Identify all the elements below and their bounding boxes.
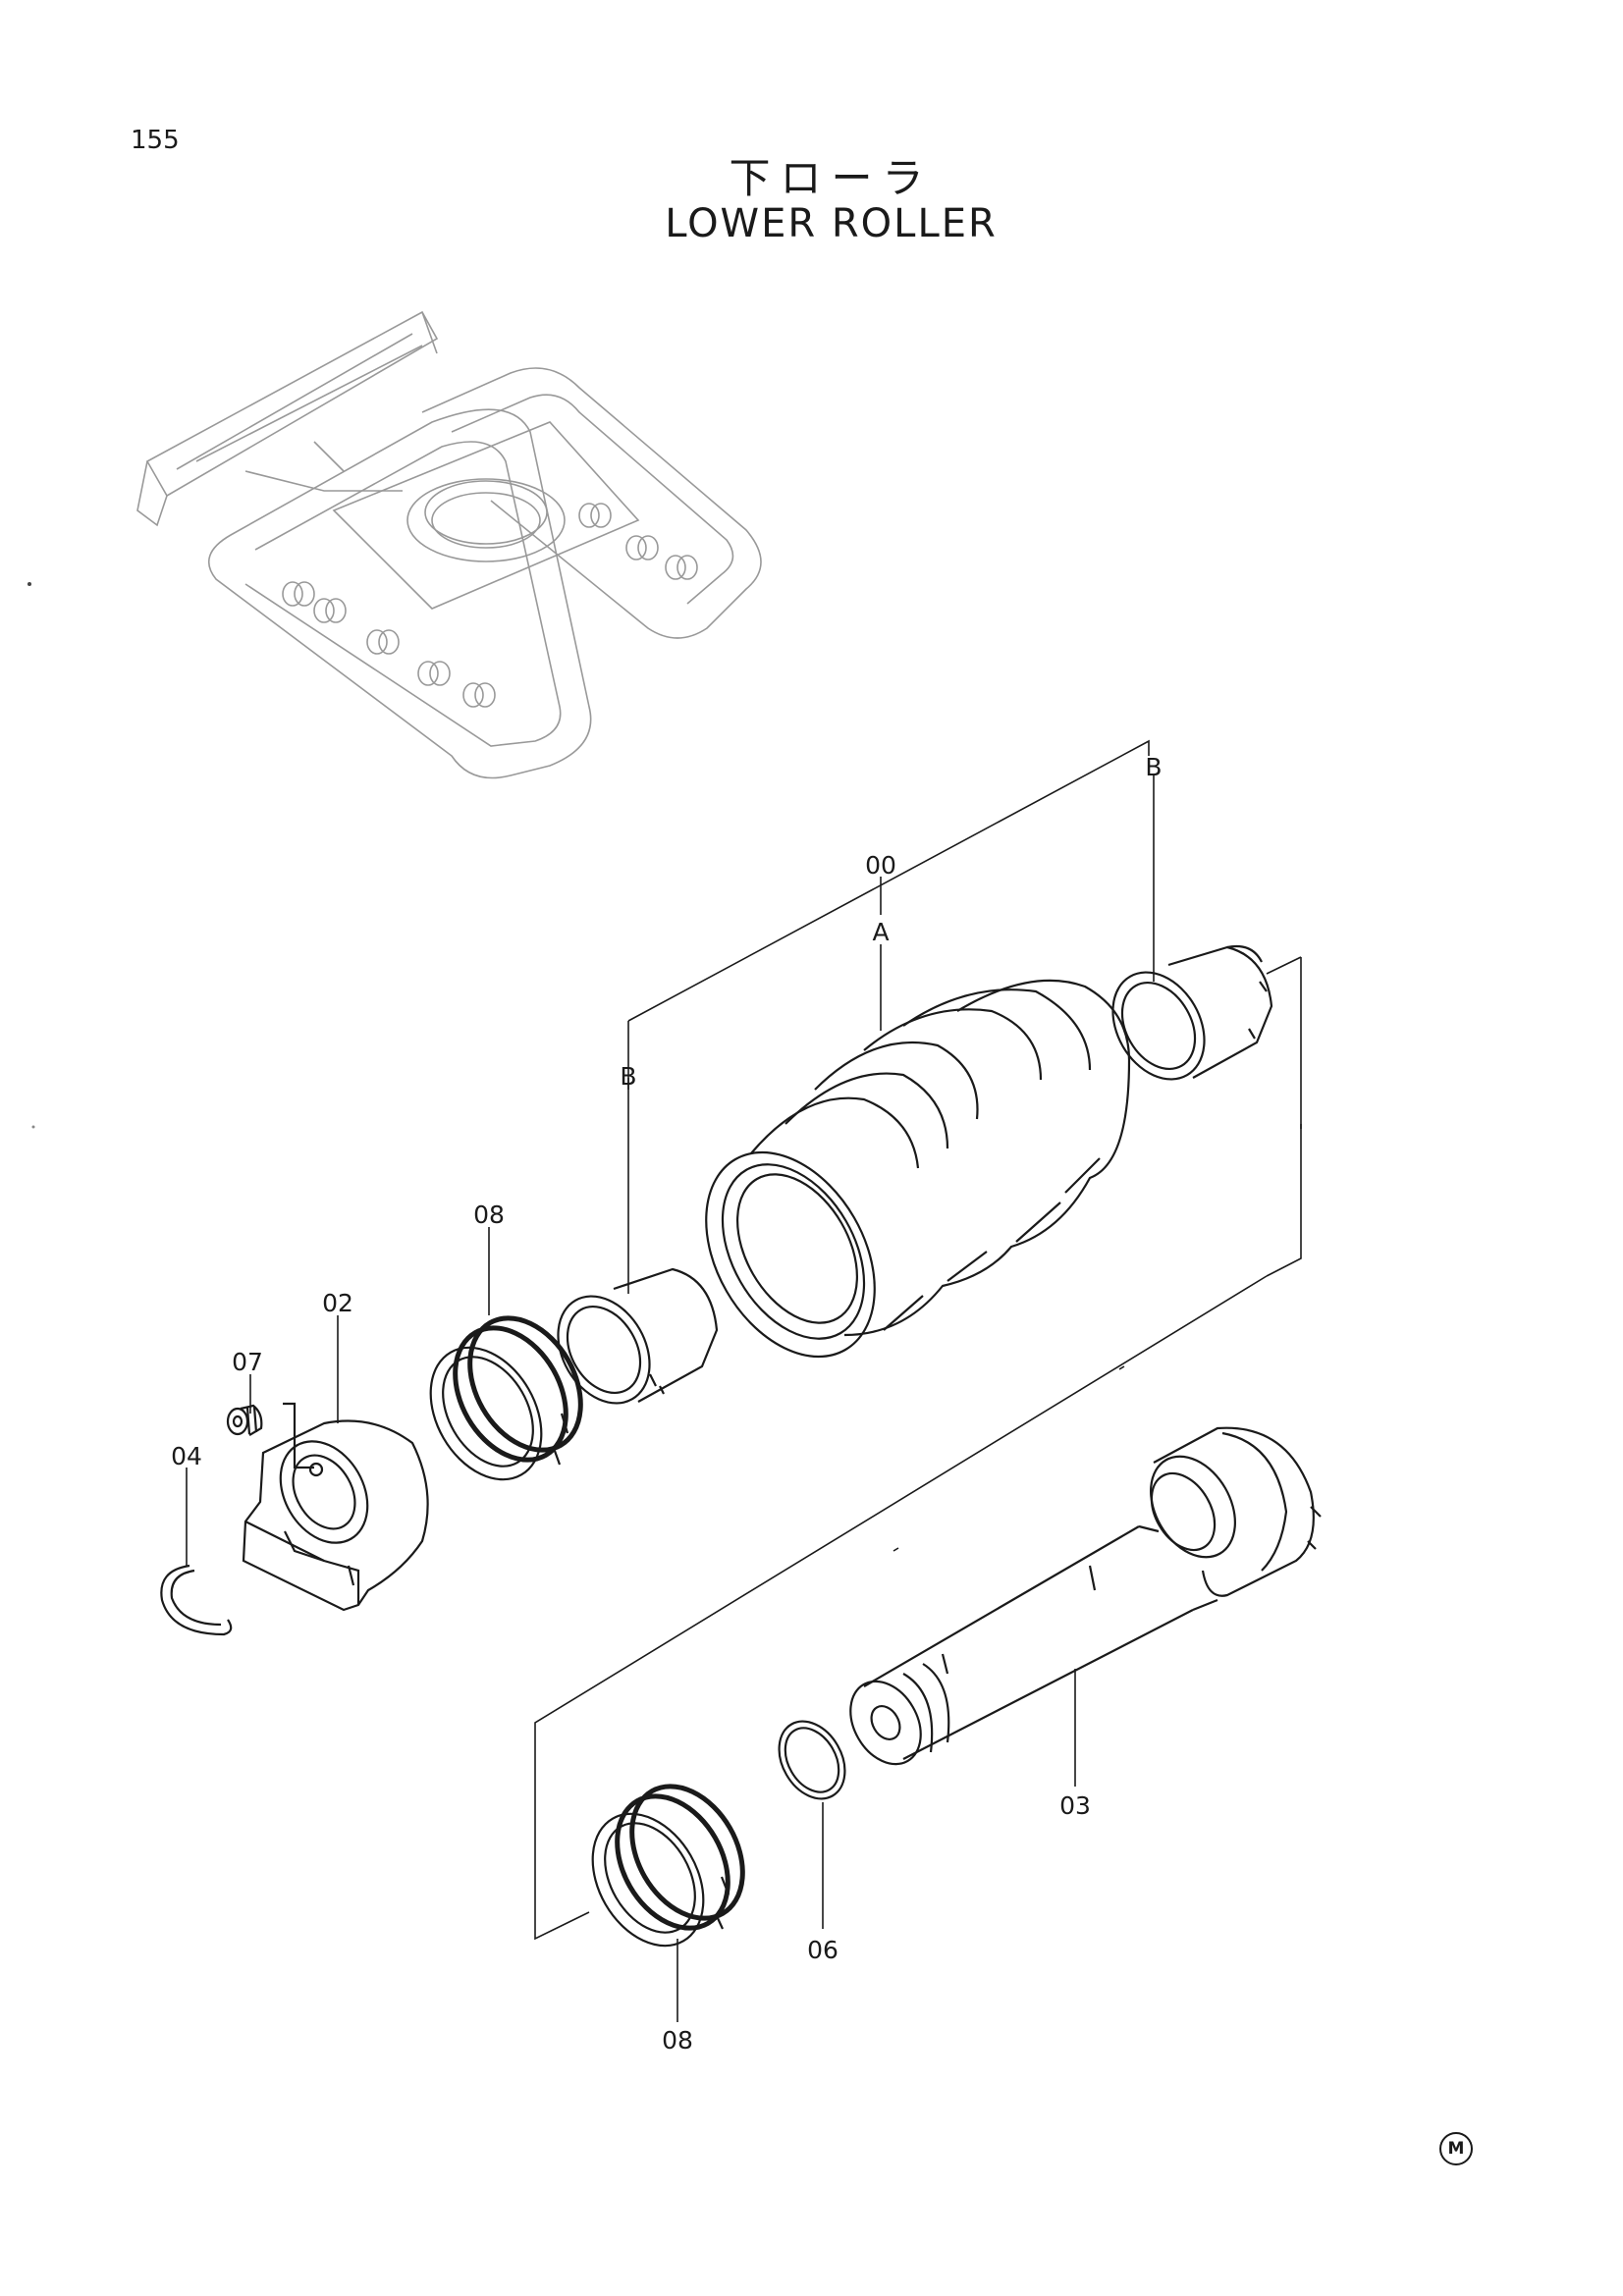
floating-seal-lower (591, 1784, 745, 1948)
lower-roller-icon (282, 581, 496, 708)
floating-seal-upper (429, 1315, 583, 1481)
callout-o-ring: 06 (807, 1936, 839, 1964)
snap-ring (160, 1564, 233, 1636)
callout-shaft: 03 (1059, 1791, 1091, 1820)
manufacturer-mark: M (1439, 2132, 1473, 2165)
page-title: LOWER ROLLER (665, 201, 998, 246)
bushing-left (557, 1267, 719, 1405)
callout-floating-seal-lower: 08 (662, 2026, 693, 2055)
leader-lines (186, 774, 1155, 2022)
undercarriage-overview-illustration (136, 310, 762, 779)
callout-roller-assembly: 00 (865, 851, 896, 880)
lower-roller-icon-right (578, 503, 698, 580)
bushing-right (1111, 944, 1273, 1081)
collar (242, 1402, 429, 1612)
callout-collar: 02 (322, 1289, 353, 1317)
callout-roller-body: A (872, 918, 889, 946)
page-title-japanese: 下ローラ (729, 154, 934, 202)
callout-floating-seal-upper: 08 (473, 1201, 505, 1229)
shaft (849, 1426, 1322, 1766)
o-ring (778, 1720, 846, 1800)
assembly-bracket-lines (534, 739, 1302, 1941)
callout-bushing-left: B (620, 1062, 636, 1091)
plug (226, 1404, 263, 1436)
callout-plug: 07 (232, 1348, 263, 1376)
callout-bushing-right: B (1145, 753, 1162, 781)
page-number: 155 (131, 126, 180, 155)
callout-labels: B 00 A B 08 02 07 04 03 06 08 (171, 753, 1162, 2055)
roller-body (705, 979, 1131, 1359)
callout-snap-ring: 04 (171, 1442, 202, 1470)
